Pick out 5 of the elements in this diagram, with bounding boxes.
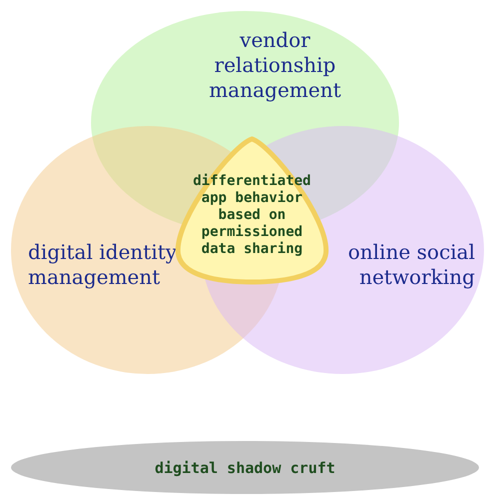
shadow-label: digital shadow cruft (154, 458, 336, 479)
center-label: differentiated app behavior based on permissioned data sharing (192, 173, 312, 258)
circle-label: digital identity management (28, 240, 178, 290)
circle-label: vendor relationship management (208, 28, 342, 103)
circle-label: online social networking (346, 240, 475, 290)
